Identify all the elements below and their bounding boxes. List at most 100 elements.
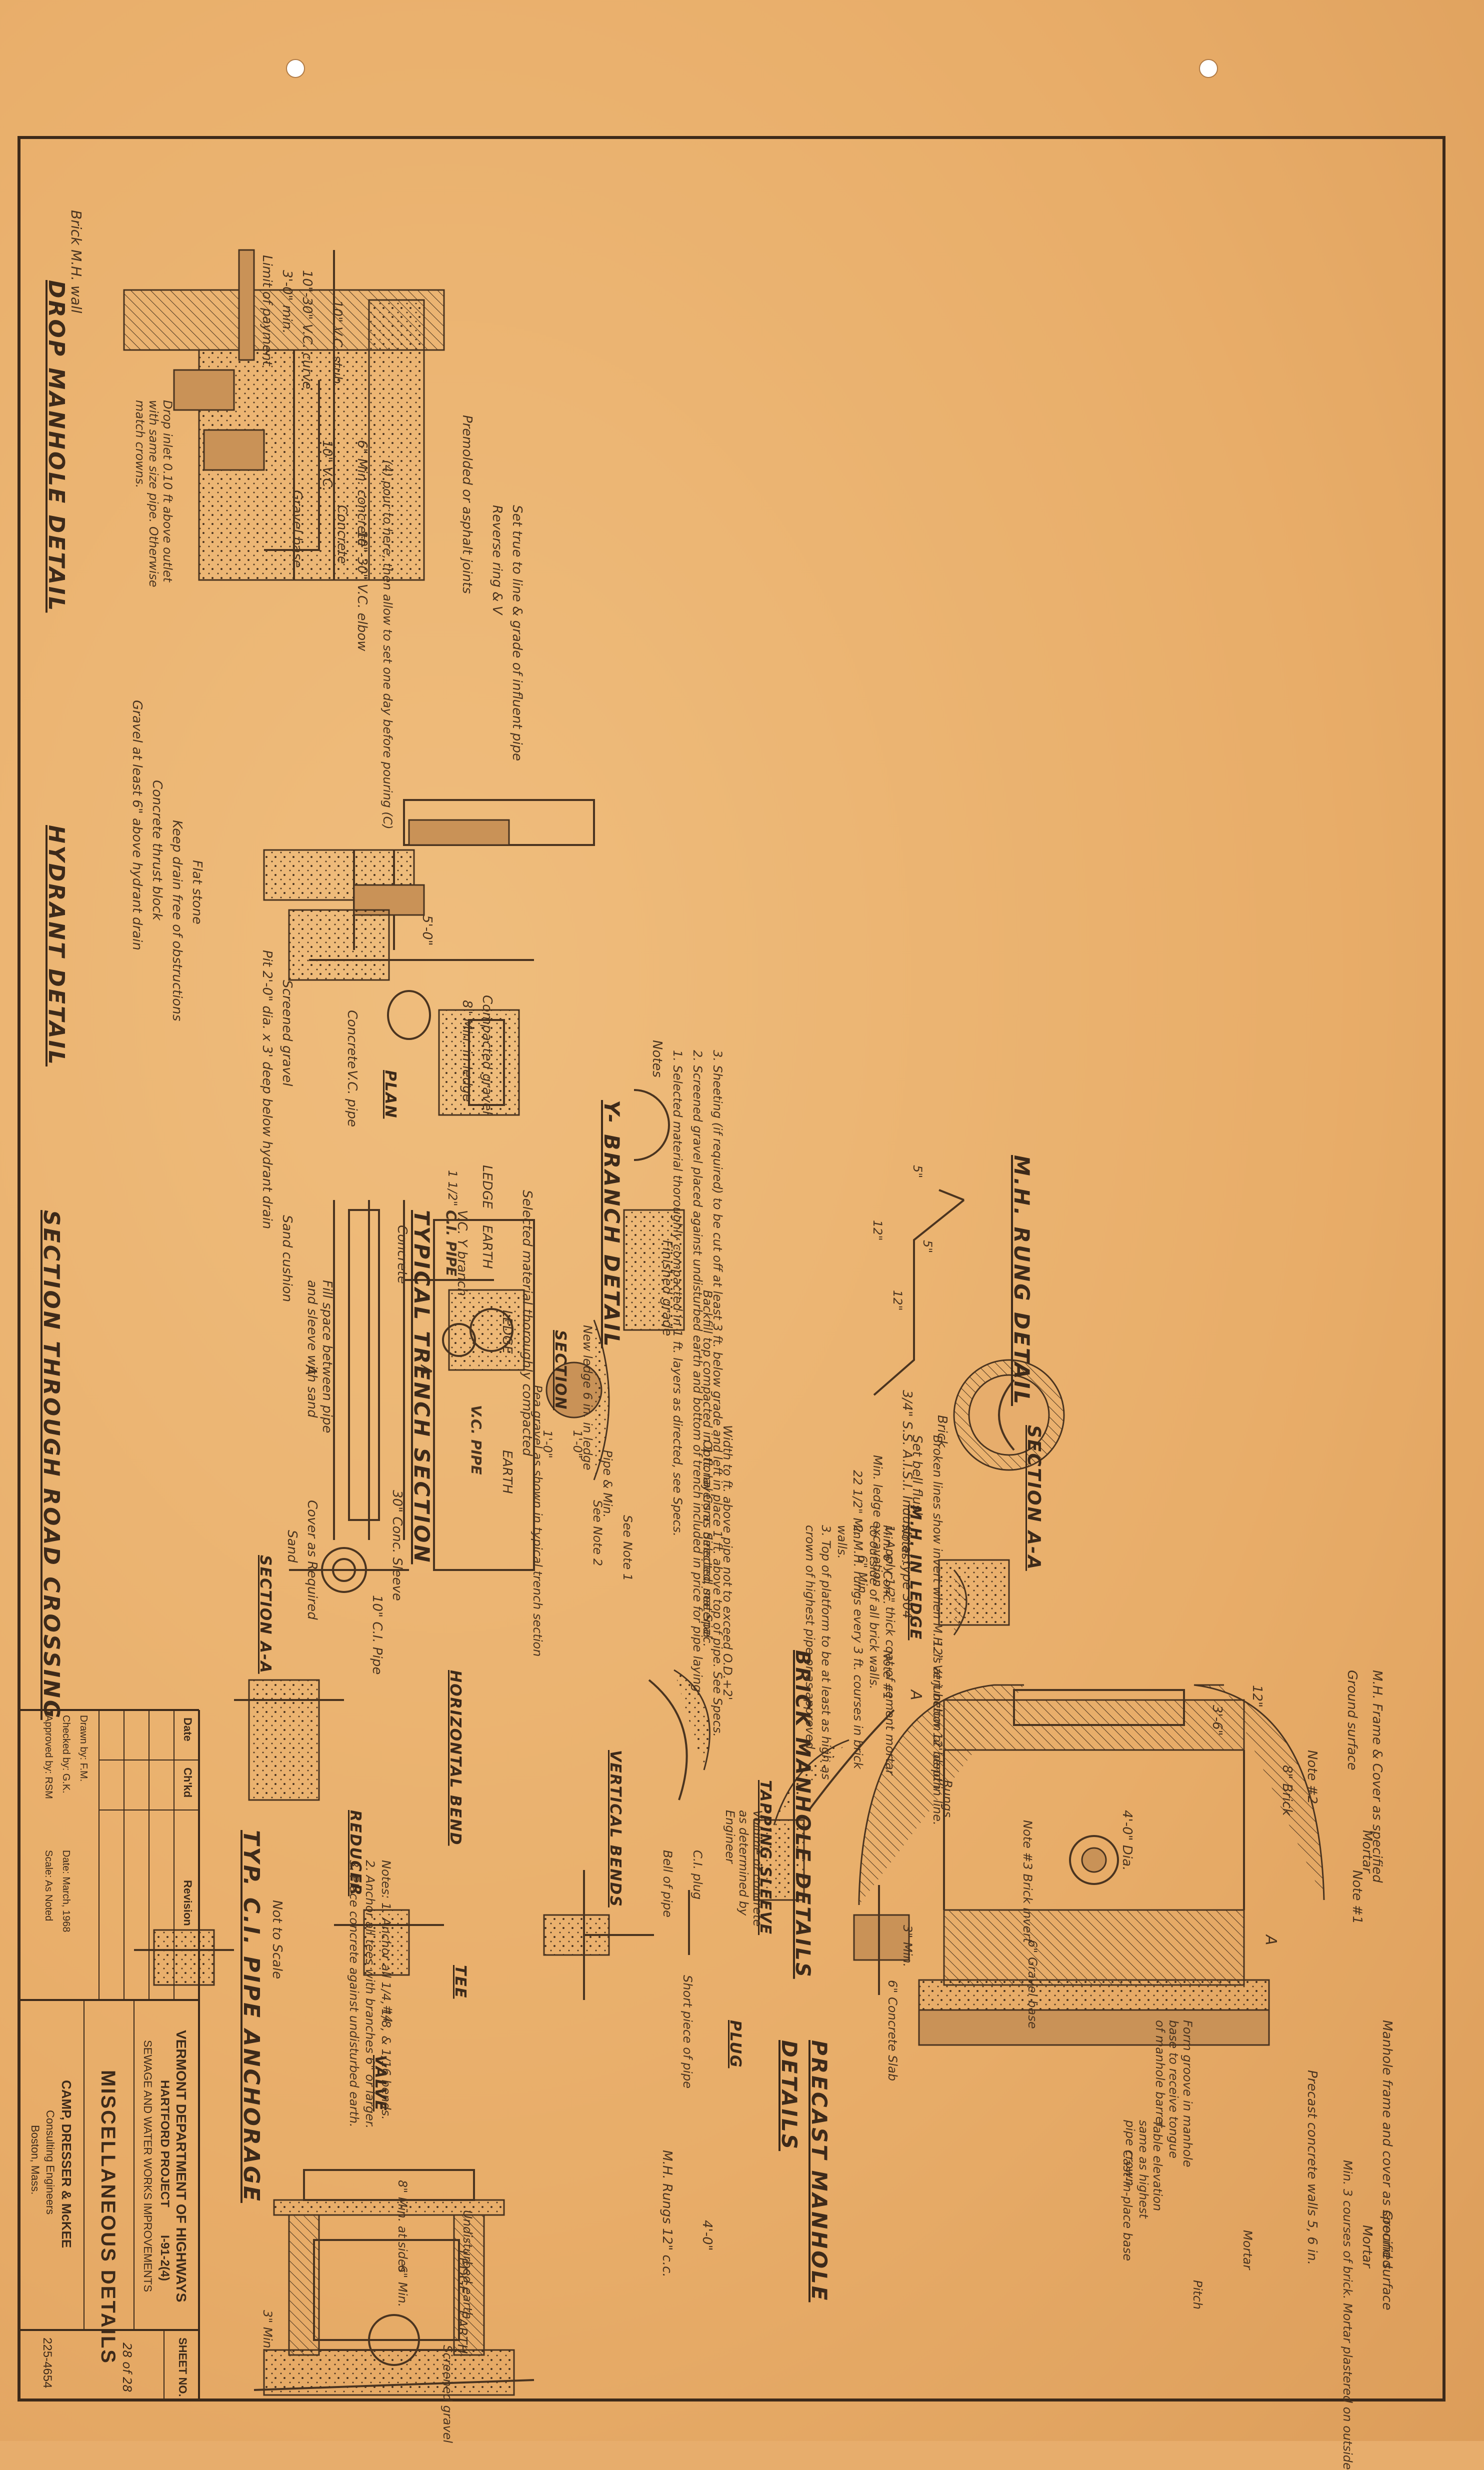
road-crossing-drawing [289, 1200, 409, 1593]
y-branch-title: Y- BRANCH DETAIL [600, 1100, 624, 1348]
title-block-lines [19, 1709, 200, 2400]
label: Notes [650, 1040, 664, 1078]
y-branch-drawing [387, 990, 525, 1371]
hydrant-drawing [263, 799, 595, 981]
client-line-2: HARTFORD PROJECT [158, 2080, 172, 2208]
label: Min. 3 courses of brick. Mortar plastere… [1340, 2160, 1354, 2470]
label: 3" Min. [900, 1925, 914, 1968]
label: Concrete thrust block [150, 780, 164, 920]
drawn-by: Drawn by: F.M. [78, 1715, 89, 1782]
label: 6" Min. [396, 2265, 410, 2308]
label: LEDGE [500, 1310, 514, 1354]
road-crossing-title: SECTION THROUGH ROAD CROSSING [38, 1210, 64, 1720]
label: 10"-30" V.C. curve [300, 270, 314, 390]
drawing-number: 225-4654 [40, 2338, 54, 2388]
label: See Note 1 [620, 1515, 634, 1582]
label: (4) pour to here, then allow to set one … [380, 460, 394, 830]
label: EARTH [480, 1225, 494, 1269]
vertical-bends-label: VERTICAL BENDS [606, 1750, 624, 1908]
label: Screened gravel [280, 980, 294, 1086]
label: 4'-0" Dia. [1120, 1810, 1134, 1871]
label: C.I. plug [690, 1850, 704, 1900]
anchorage-drawing [134, 1669, 910, 2000]
label: 3'-0" min. [280, 270, 294, 334]
rung-title: M.H. RUNG DETAIL [1010, 1155, 1034, 1406]
plug-label: PLUG [726, 2020, 744, 2068]
checked-by: Checked by: G.K. [60, 1715, 72, 1794]
label: 5" [920, 1240, 934, 1254]
label: Flat stone [190, 860, 204, 924]
drop-manhole-title: DROP MANHOLE DETAIL [44, 280, 69, 613]
drawing-date: Date: March, 1968 [60, 1850, 72, 1932]
label: Reverse ring & V [490, 505, 504, 615]
anchorage-notes: Notes: 1. Anchor all 1/4, 1/8, & 1/16 be… [347, 1860, 393, 2129]
punch-hole [286, 59, 305, 78]
precast-manhole-drawing [254, 2169, 534, 2396]
label: Compacted gravel [480, 995, 494, 1114]
label: 5'-0" [420, 915, 434, 946]
anchorage-title: TYP. C.I. PIPE ANCHORAGE [238, 1830, 264, 2203]
client-line-1: VERMONT DEPARTMENT OF HIGHWAYS [174, 2030, 189, 2302]
label: Premolded or asphalt joints [460, 415, 474, 594]
label: 8" Min. at sides [396, 2180, 410, 2273]
label: Pit 2'-0" dia. x 3' deep below hydrant d… [260, 950, 274, 1230]
label: Mortar [1360, 2225, 1374, 2268]
firm-subtitle: Consulting Engineers [44, 2110, 56, 2215]
brick-manhole-drawing [858, 1684, 1325, 2046]
label: Gravel base [290, 490, 304, 568]
y-plan-label: PLAN [382, 1070, 399, 1119]
label: Cast-in-place base [1120, 2150, 1134, 2261]
label: 12" [1250, 1685, 1264, 1708]
label: Note #3 Brick invert [1020, 1820, 1034, 1943]
label: Brick M.H. wall [68, 210, 84, 314]
sheet-number: 28 of 28 [120, 2342, 134, 2392]
label: 6" Gravel base [1026, 1940, 1040, 2029]
label: 1'-0" [570, 1430, 584, 1458]
label: EARTH [454, 2310, 470, 2354]
road-section-aa-title: SECTION A-A [256, 1555, 274, 1674]
label: 10" V.C. [320, 440, 334, 492]
label: See Note 2 [590, 1500, 604, 1566]
label: Note #1 [1350, 1870, 1364, 1924]
label: Optional Conc. Selected material [700, 1440, 714, 1638]
label: 8" Min. in ledge [460, 1000, 474, 1102]
label: Gravel at least 6" above hydrant drain [130, 700, 144, 950]
hydrant-title: HYDRANT DETAIL [44, 825, 69, 1066]
label: 12" Vert below 12' depth [930, 1640, 944, 1790]
firm-name: CAMP, DRESSER & McKEE [59, 2080, 74, 2248]
label: Fill space between pipe and sleeve with … [304, 1280, 334, 1434]
label: 3" Min. [260, 2310, 274, 2352]
label: Pitch [1190, 2280, 1204, 2310]
label: Ground surface [1380, 2210, 1394, 2310]
sheet-title: MISCELLANEOUS DETAILS [97, 2070, 119, 2364]
label: 6" Concrete Slab [886, 1980, 900, 2082]
label: Screened gravel [440, 2345, 454, 2444]
precast-manhole-title: PRECAST MANHOLE DETAILS [777, 2040, 832, 2302]
tapping-sleeve-label: TAPPING SLEEVE [756, 1780, 774, 1936]
label: 10" V.C. stub [330, 300, 344, 384]
firm-city: Boston, Mass. [29, 2125, 42, 2195]
label: Concrete [394, 1225, 410, 1284]
y-section-label: SECTION [552, 1330, 569, 1410]
tee-label: TEE [452, 1965, 469, 1999]
label: Short piece of pipe [680, 1975, 694, 2088]
label: 1 1/2" [446, 1170, 460, 1206]
label: Mortar [1240, 2230, 1254, 2270]
label: Concrete [334, 505, 350, 564]
label: 12" [890, 1290, 904, 1311]
section-aa-drawing [938, 1359, 1065, 1636]
label: Cover as Required [304, 1500, 320, 1620]
label: Precast concrete walls 5, 6 in. [1304, 2070, 1320, 2266]
brick-manhole-notes: Notes: 1. Apply 1/2" thick coat of cemen… [803, 1525, 913, 1780]
client-line-4: SEWAGE AND WATER WORKS IMPROVEMENTS [142, 2040, 154, 2292]
approved-by: Approved by: RSM [43, 1715, 54, 1799]
label: Bell of pipe [660, 1850, 674, 1918]
label: Sand cushion [280, 1215, 294, 1302]
label: Keep drain free of obstructions [170, 820, 184, 1022]
label: 12" [870, 1220, 884, 1241]
label: V.C. pipe [344, 1070, 360, 1127]
label: Finished grade [660, 1240, 674, 1336]
